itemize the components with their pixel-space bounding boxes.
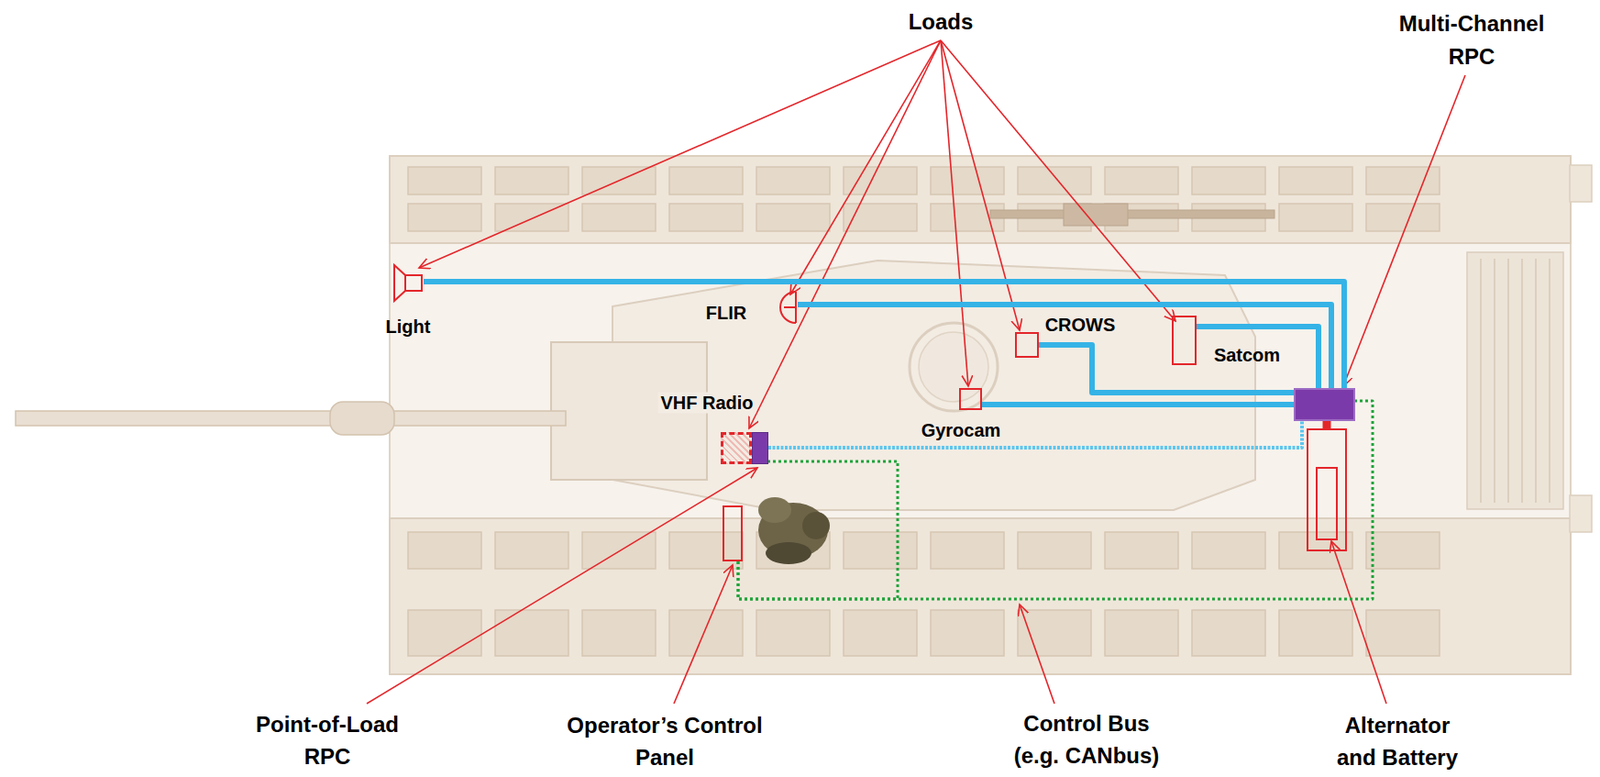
load-label: CROWS: [1045, 314, 1116, 336]
crows-load: CROWS: [1015, 331, 1039, 358]
rpc-box: Multi-Channel RPC: [1293, 387, 1356, 421]
callout-label: Point-of-Load RPC: [240, 707, 415, 773]
leader-line: [1331, 540, 1387, 704]
control-panel: Operator’s Control Panel: [722, 505, 743, 562]
node-outline: [777, 289, 798, 325]
leader-line: [1019, 604, 1055, 704]
gyrocam-load: Gyrocam: [959, 387, 983, 410]
power-wire: [423, 281, 1345, 388]
callout-label: Multi-Channel RPC: [1375, 7, 1568, 74]
leader-line: [419, 40, 941, 268]
power-link: [1323, 420, 1332, 429]
light-load: Light: [392, 263, 424, 303]
rpc-box: Point-of-Load RPC: [751, 431, 769, 464]
group-label: Loads: [908, 9, 974, 35]
load-label: Light: [386, 316, 431, 338]
leader-line: [940, 40, 1020, 331]
load-label: Satcom: [1213, 344, 1280, 366]
soldier-figure: [758, 496, 830, 564]
bore-evacuator: [330, 401, 395, 435]
satcom-load: Satcom: [1171, 315, 1197, 365]
node-outline: [392, 263, 424, 303]
power-wire: [1038, 344, 1294, 393]
power-wire: [768, 420, 1303, 448]
rear-grille: [1467, 252, 1564, 509]
load-label: Gyrocam: [921, 419, 1002, 442]
power-wire: [1196, 326, 1319, 388]
alternator-battery: Alternator and Battery: [1306, 428, 1347, 552]
callout-label: Control Bus (e.g. CANbus): [1004, 706, 1170, 772]
machine-gun: [990, 209, 1275, 219]
control-bus: [738, 461, 898, 599]
callout-label: Operator’s Control Panel: [554, 708, 775, 773]
hatch: [918, 331, 989, 402]
battery-outline: [1315, 466, 1338, 541]
leader-line: [673, 564, 733, 704]
leader-line: [749, 40, 941, 429]
turret: [612, 260, 1256, 510]
leader-line: [366, 467, 758, 704]
control-bus: [738, 400, 1373, 599]
load-label: VHF Radio: [657, 392, 756, 414]
hull: [389, 155, 1571, 674]
power-wire: [982, 401, 1294, 408]
leader-line: [790, 40, 941, 295]
rear-fitting: [1569, 495, 1592, 532]
machine-gun-body: [1063, 203, 1128, 226]
radio-load: VHF Radio: [720, 431, 752, 464]
gun-barrel: [15, 410, 566, 426]
callout-label: Alternator and Battery: [1328, 708, 1467, 773]
hatch: [909, 322, 998, 411]
load-label: FLIR: [706, 302, 747, 324]
grille-slats: [1480, 258, 1550, 503]
flir-load: FLIR: [777, 289, 798, 325]
leader-line: [1343, 75, 1466, 387]
rear-fitting: [1569, 165, 1592, 202]
